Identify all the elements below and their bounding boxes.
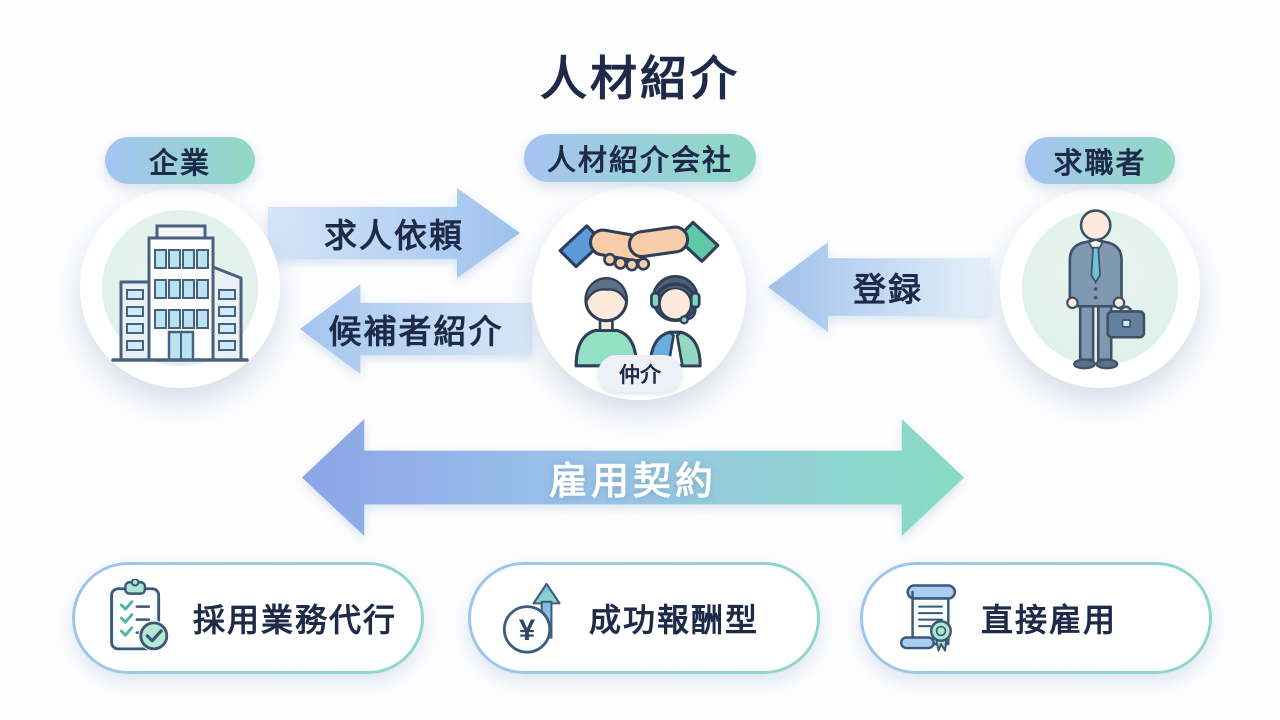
jobseeker-label-pill: 求職者 xyxy=(1025,137,1175,184)
company-label: 企業 xyxy=(148,147,211,180)
arrow-candidate-intro-label: 候補者紹介 xyxy=(328,313,504,350)
arrow-job-request: 求人依頼 xyxy=(268,188,520,278)
feature-recruitment-outsourcing: 採用業務代行 xyxy=(72,562,424,674)
company-circle xyxy=(80,188,280,388)
feature-inner: 直接雇用 xyxy=(863,565,1209,671)
feature-label: 直接雇用 xyxy=(981,602,1118,638)
arrow-job-request-label: 求人依頼 xyxy=(324,217,464,254)
clipboard-check-icon xyxy=(110,579,170,652)
mediation-badge: 仲介 xyxy=(598,355,682,392)
handshake-people-icon xyxy=(558,220,720,368)
feature-label: 採用業務代行 xyxy=(193,602,398,638)
arrow-candidate-intro: 候補者紹介 xyxy=(300,284,532,374)
arrow-registration: 登録 xyxy=(768,242,990,332)
company-label-pill: 企業 xyxy=(105,137,255,184)
feature-direct-employment: 直接雇用 xyxy=(860,562,1212,674)
feature-success-fee: ¥ 成功報酬型 xyxy=(468,562,820,674)
agency-label: 人材紹介会社 xyxy=(546,145,733,177)
arrow-registration-label: 登録 xyxy=(853,271,923,308)
businessman-icon xyxy=(1066,209,1146,370)
page-title: 人材紹介 xyxy=(540,52,740,105)
contract-scroll-icon xyxy=(899,584,957,652)
feature-label: 成功報酬型 xyxy=(589,602,760,638)
agency-label-pill: 人材紹介会社 xyxy=(524,134,756,182)
building-icon xyxy=(111,224,249,362)
handshake-icon xyxy=(558,220,720,272)
yen-symbol: ¥ xyxy=(519,615,536,647)
jobseeker-circle xyxy=(1000,188,1200,388)
agent-person-icon xyxy=(648,275,702,368)
arrow-employment-contract-label: 雇用契約 xyxy=(548,461,717,503)
arrow-employment-contract: 雇用契約 xyxy=(302,419,964,536)
feature-inner: 採用業務代行 xyxy=(75,565,421,671)
jobseeker-label: 求職者 xyxy=(1053,147,1147,180)
mediation-badge-label: 仲介 xyxy=(619,363,661,387)
yen-growth-icon: ¥ xyxy=(502,582,561,654)
candidate-person-icon xyxy=(574,277,638,368)
feature-inner: ¥ 成功報酬型 xyxy=(471,565,817,671)
